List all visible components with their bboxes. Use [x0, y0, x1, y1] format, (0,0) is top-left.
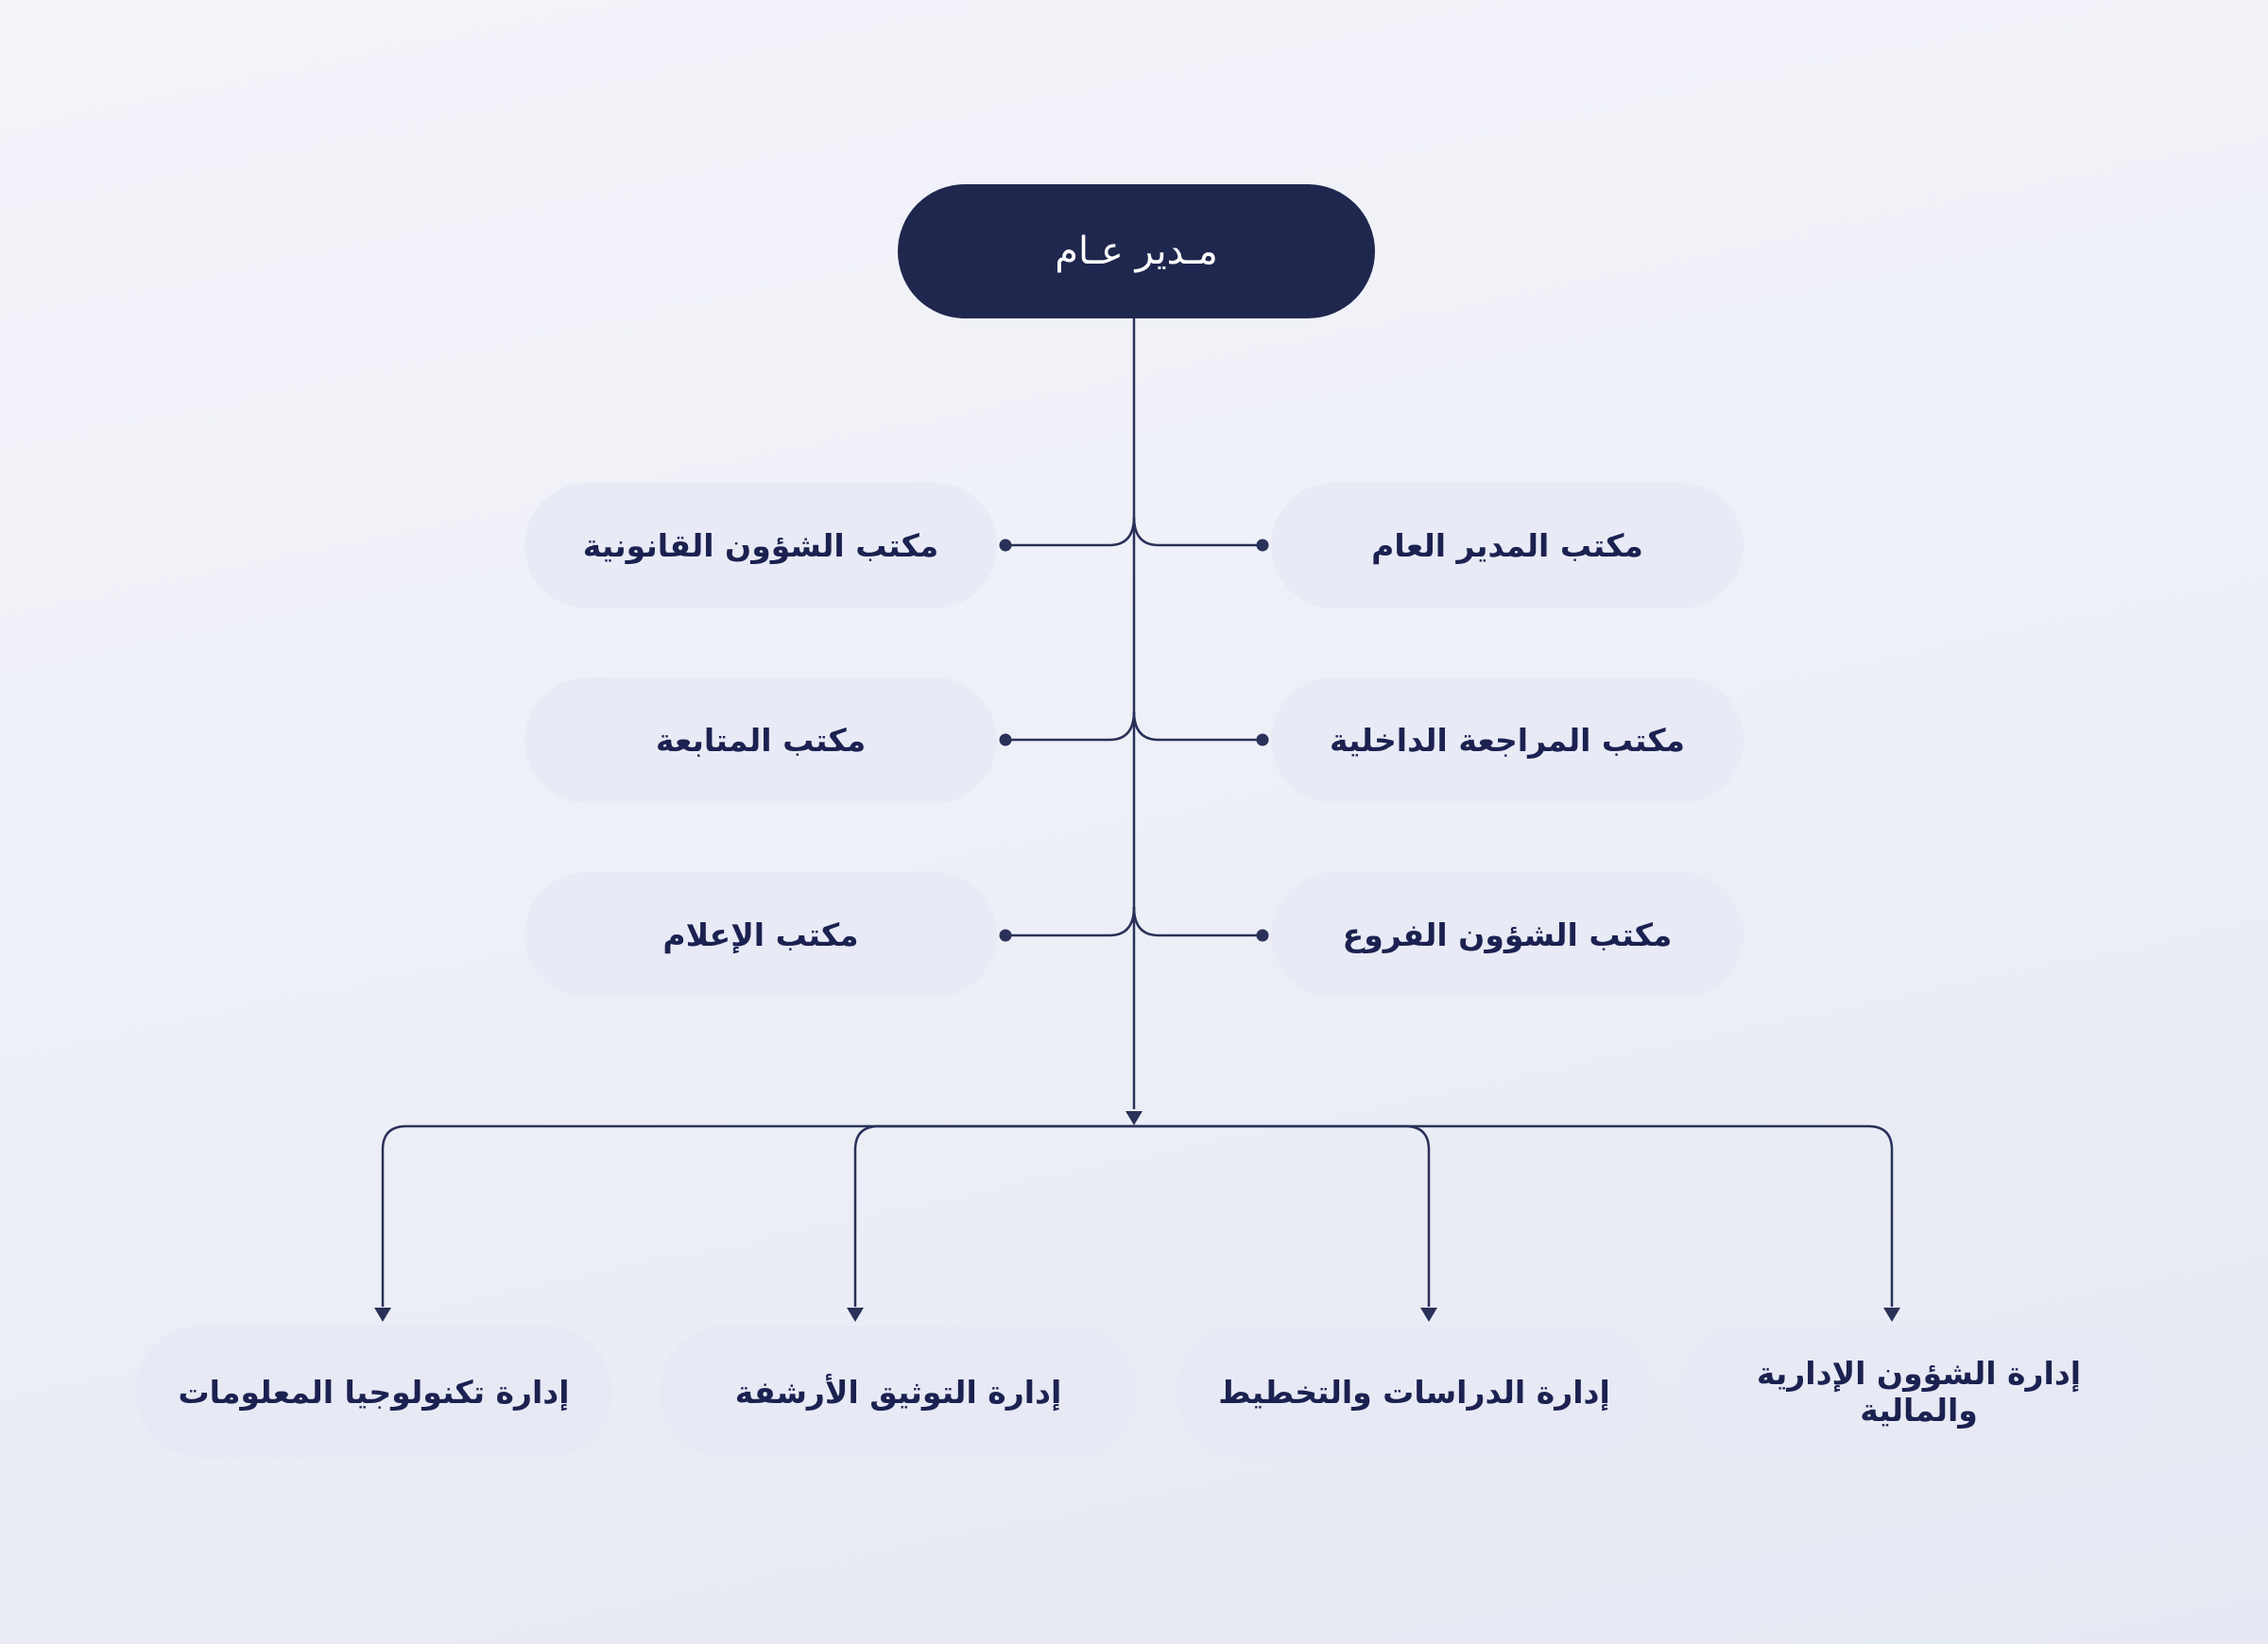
branch-row1-right [1132, 516, 1263, 547]
office-label: مكتب المدير العام [1371, 527, 1643, 564]
dot-row3-right [1256, 929, 1269, 942]
dot-row2-right [1256, 733, 1269, 746]
office-label: مكتب المراجعة الداخلية [1330, 722, 1685, 759]
dot-row3-left [999, 929, 1012, 942]
arrowhead-spine [1125, 1111, 1143, 1125]
branch-row1-left [1005, 516, 1136, 547]
dot-row2-left [999, 733, 1012, 746]
dot-row1-right [1256, 539, 1269, 552]
dot-row1-left [999, 539, 1012, 552]
arrowhead-dept1 [374, 1308, 391, 1322]
arrowhead-dept3 [1420, 1308, 1437, 1322]
dept-node-studies-planning: إدارة الدراسات والتخطيط [1176, 1326, 1653, 1458]
office-node-gm-office: مكتب المدير العام [1271, 483, 1744, 608]
dept-label: إدارة الشؤون الإدارية والمالية [1756, 1355, 2082, 1429]
branch-row2-right [1132, 711, 1263, 742]
dept-label: إدارة تكنولوجيا المعلومات [178, 1373, 570, 1411]
dept-node-information-technology: إدارة تكنولوجيا المعلومات [135, 1326, 612, 1458]
office-label: مكتب الإعلام [662, 916, 859, 953]
root-node-general-manager: مـدير عـام [898, 184, 1375, 318]
office-node-legal-affairs: مكتب الشؤون القانونية [524, 483, 997, 608]
branch-row3-right [1132, 906, 1263, 937]
drop-dept3 [1134, 1124, 1431, 1307]
office-node-branches-affairs: مكتب الشؤون الفروع [1271, 872, 1744, 998]
office-label: مكتب الشؤون الفروع [1342, 916, 1673, 953]
branch-row3-left [1005, 906, 1136, 937]
arrowhead-dept4 [1883, 1308, 1900, 1322]
drop-dept2 [853, 1124, 1134, 1307]
office-label: مكتب المتابعة [655, 722, 867, 759]
office-node-follow-up: مكتب المتابعة [524, 677, 997, 803]
branch-row2-left [1005, 711, 1136, 742]
drop-dept1 [381, 1124, 1134, 1307]
office-node-internal-audit: مكتب المراجعة الداخلية [1271, 677, 1744, 803]
dept-label: إدارة الدراسات والتخطيط [1218, 1373, 1610, 1411]
office-node-media: مكتب الإعلام [524, 872, 997, 998]
arrowhead-dept2 [847, 1308, 864, 1322]
root-label: مـدير عـام [1055, 230, 1218, 273]
office-label: مكتب الشؤون القانونية [582, 527, 939, 564]
dept-node-documentation-archiving: إدارة التوثيق الأرشفة [660, 1326, 1137, 1458]
drop-dept4 [1134, 1124, 1894, 1307]
dept-node-admin-financial-affairs: إدارة الشؤون الإدارية والمالية [1680, 1326, 2157, 1458]
dept-label: إدارة التوثيق الأرشفة [734, 1373, 1062, 1411]
